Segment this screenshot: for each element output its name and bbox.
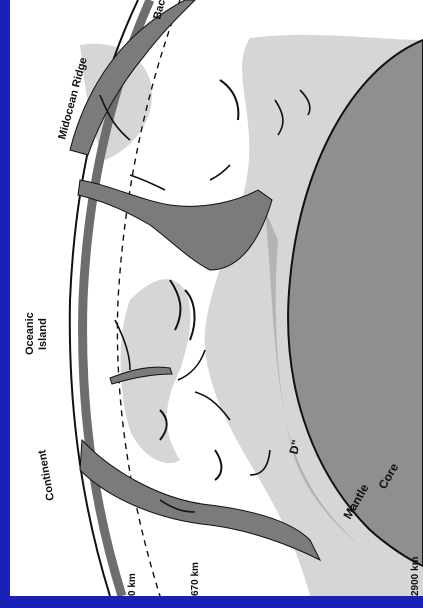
label-oceanic: Oceanic — [24, 312, 36, 355]
cross-section-svg: Back Arc Midocean Ridge Oceanic Island C… — [10, 0, 423, 596]
label-island: Island — [37, 318, 49, 350]
label-670km: 670 km — [190, 562, 201, 596]
mantle-convection-diagram: Back Arc Midocean Ridge Oceanic Island C… — [10, 0, 423, 596]
label-0km: 0 km — [127, 573, 138, 596]
label-2900km: 2900 km — [410, 556, 421, 596]
